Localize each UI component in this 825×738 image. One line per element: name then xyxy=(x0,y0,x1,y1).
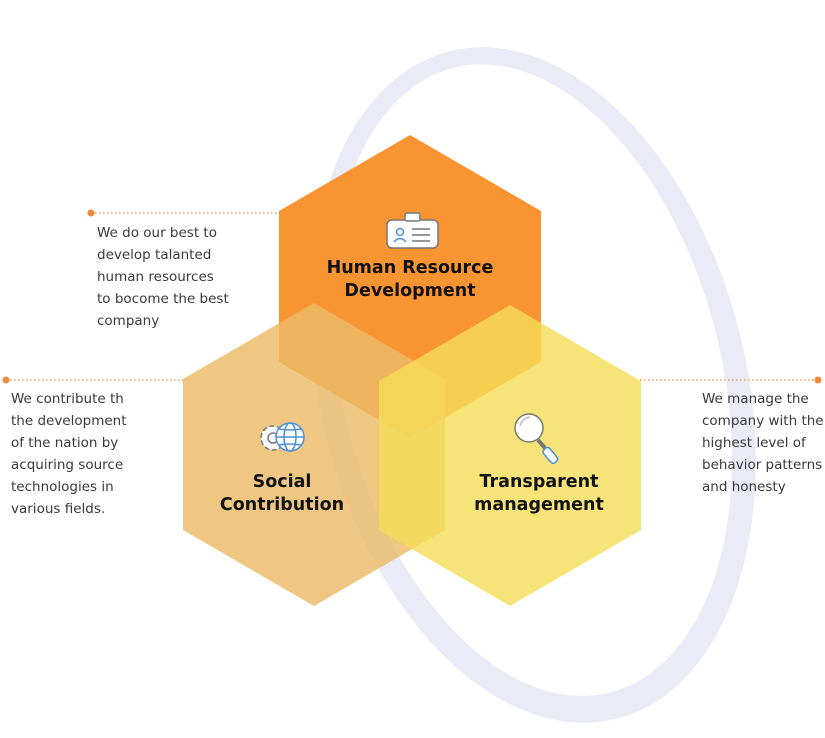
connector-transparent xyxy=(640,376,822,384)
hr-title: Human Resource Development xyxy=(310,257,510,303)
gear-globe-icon xyxy=(260,422,305,452)
social-title-line-1: Social xyxy=(252,472,312,492)
hexagon-transparent xyxy=(379,305,641,606)
transparent-desc-line: company with the xyxy=(702,413,824,429)
transparent-title-line-2: management xyxy=(474,495,604,515)
hr-desc-line: human resources xyxy=(97,269,214,285)
hr-desc-line: to bocome the best xyxy=(97,291,229,307)
social-description: We contribute th the development of the … xyxy=(11,388,127,520)
hr-desc-line: We do our best to xyxy=(97,225,217,241)
transparent-description: We manage the company with the highest l… xyxy=(702,388,824,498)
transparent-desc-line: and honesty xyxy=(702,479,786,495)
transparent-title: Transparent management xyxy=(439,471,639,517)
social-desc-line: of the nation by xyxy=(11,435,119,451)
social-desc-line: acquiring source xyxy=(11,457,124,473)
social-title-line-2: Contribution xyxy=(219,495,345,515)
social-title: Social Contribution xyxy=(182,471,382,517)
magnifier-icon xyxy=(514,413,559,464)
hr-desc-line: develop talanted xyxy=(97,247,212,263)
connector-social xyxy=(2,376,184,384)
connector-hr xyxy=(87,209,280,217)
transparent-title-line-1: Transparent xyxy=(479,472,599,492)
transparent-desc-line: We manage the xyxy=(702,391,809,407)
hr-title-line-1: Human Resource xyxy=(326,258,494,278)
transparent-desc-line: behavior patterns xyxy=(702,457,823,473)
social-desc-line: technologies in xyxy=(11,479,114,495)
social-desc-line: various fields. xyxy=(11,501,106,517)
transparent-desc-line: highest level of xyxy=(702,435,806,451)
hr-title-line-2: Development xyxy=(344,281,476,301)
social-desc-line: We contribute th xyxy=(11,391,124,407)
social-desc-line: the development xyxy=(11,413,127,429)
id-card-icon xyxy=(386,212,439,249)
hr-desc-line: company xyxy=(97,313,160,329)
hr-description: We do our best to develop talanted human… xyxy=(97,222,229,332)
